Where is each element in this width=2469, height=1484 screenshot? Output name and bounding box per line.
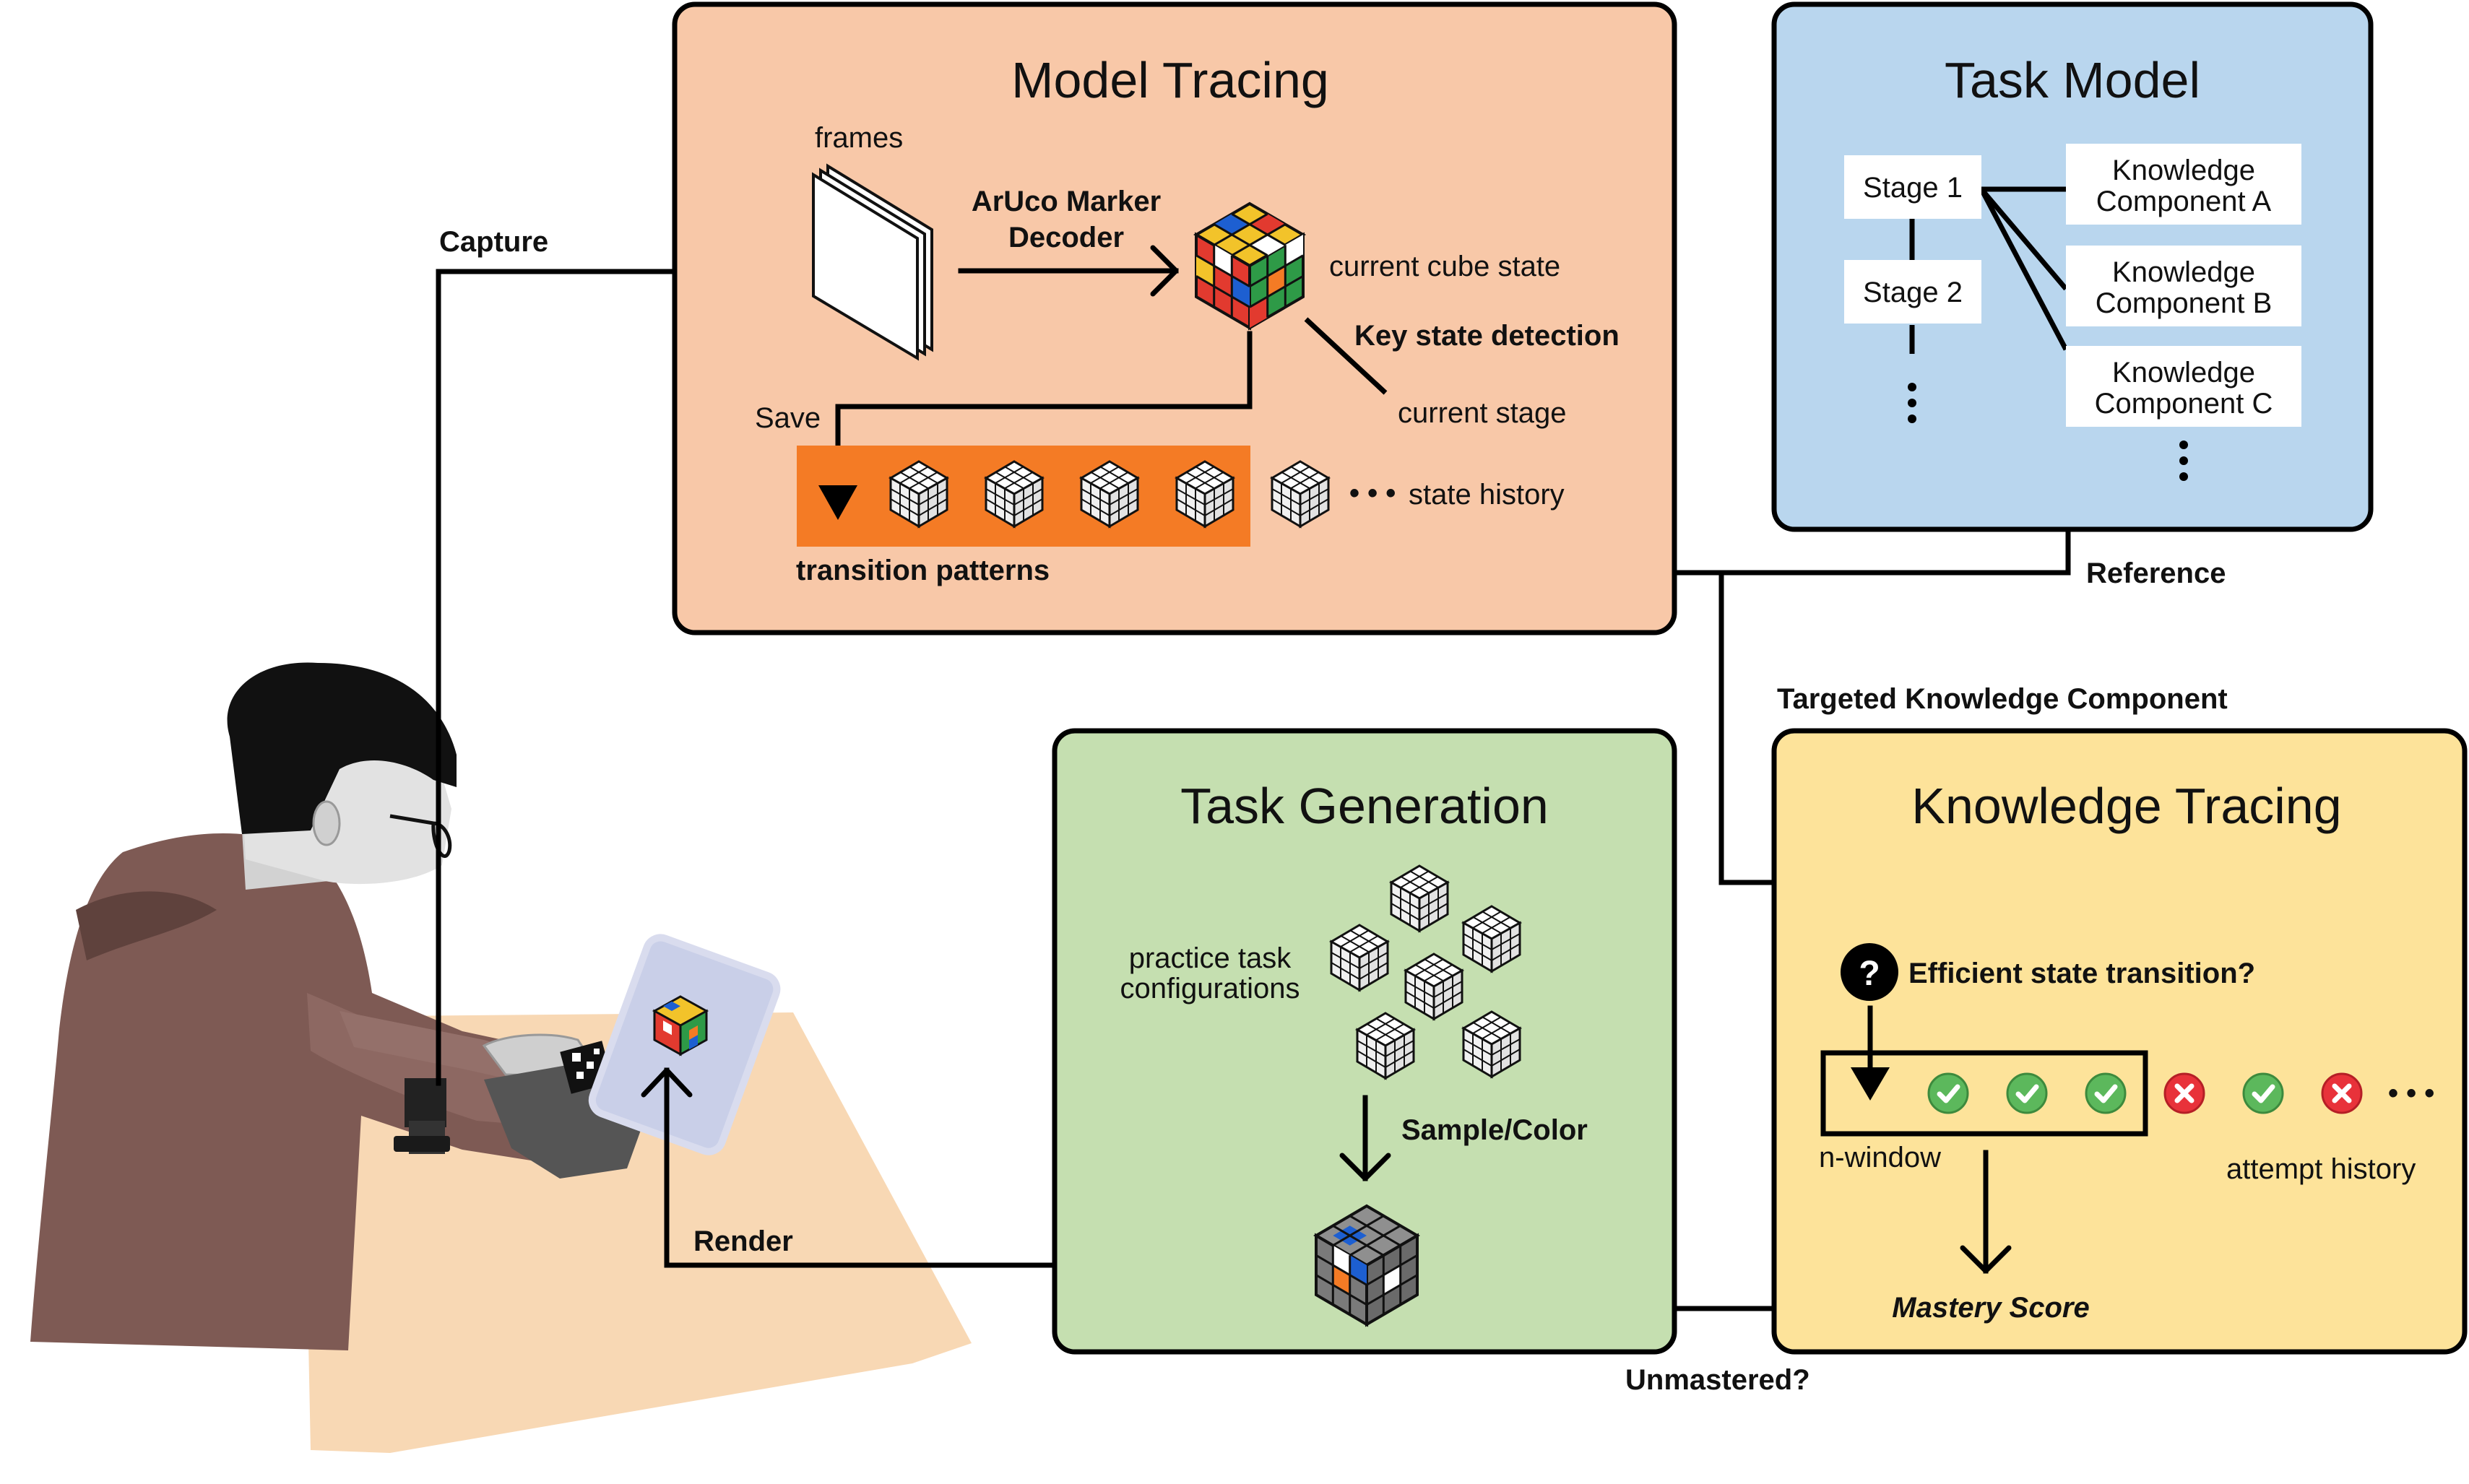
- kc-a-line2: Component A: [2096, 186, 2272, 217]
- transition-patterns-label: transition patterns: [796, 555, 1050, 586]
- kc-c-line2: Component C: [2095, 388, 2273, 420]
- model-tracing-panel: Model Tracing frames ArUco Marker Decode…: [672, 1, 1677, 635]
- task-model-panel: Task Model Stage 1 Stage 2 Knowledge Com…: [1771, 1, 2374, 532]
- torso: [30, 833, 598, 1350]
- question-arrowhead: [1851, 1067, 1890, 1101]
- knowledge-tracing-panel: Knowledge Tracing ? Efficient state tran…: [1771, 728, 2468, 1355]
- stage-connectors: [1909, 186, 2069, 354]
- render-arrowhead: [641, 1067, 693, 1098]
- key-state-line: [1304, 317, 1388, 395]
- n-window-frame: [1820, 1050, 2148, 1137]
- save-label: Save: [755, 402, 821, 434]
- check-icon: [1929, 1074, 1968, 1113]
- capture-label: Capture: [439, 226, 548, 258]
- generated-task-cube: [1313, 1204, 1420, 1327]
- efficient-transition-label: Efficient state transition?: [1908, 958, 2255, 989]
- state-history-ellipsis: • • •: [1349, 477, 1396, 509]
- practice-task-line1: practice task: [1129, 942, 1292, 974]
- reference-label: Reference: [2086, 557, 2226, 589]
- hair: [227, 662, 457, 834]
- knowledge-tracing-title: Knowledge Tracing: [1911, 778, 2341, 834]
- stage-2-node: Stage 2: [1844, 260, 1981, 324]
- ear: [312, 800, 341, 846]
- stage-1-label: Stage 1: [1863, 172, 1963, 204]
- key-state-detection-label: Key state detection: [1354, 320, 1620, 352]
- glasses: [389, 814, 452, 858]
- targeted-kc-label: Targeted Knowledge Component: [1777, 683, 2228, 715]
- task-generation-title: Task Generation: [1180, 778, 1549, 834]
- state-history-label: state history: [1409, 479, 1565, 511]
- practice-task-line2: configurations: [1120, 973, 1300, 1004]
- check-icon: [2007, 1074, 2046, 1113]
- question-mark-icon: [1841, 943, 1898, 1001]
- current-cube-icon: [1193, 201, 1306, 331]
- task-generation-panel: Task Generation practice task configurat…: [1052, 728, 1677, 1355]
- cross-icon: [2165, 1074, 2204, 1113]
- render-label: Render: [693, 1225, 793, 1257]
- current-cube-state-label: current cube state: [1329, 251, 1560, 282]
- knowledge-component-a-node: Knowledge Component A: [2066, 144, 2301, 225]
- kc-a-line1: Knowledge: [2112, 155, 2255, 186]
- attempt-history-ellipsis: • • •: [2388, 1077, 2434, 1109]
- task-model-title: Task Model: [1945, 52, 2200, 108]
- knowledge-tracing-box: [1771, 728, 2468, 1355]
- sample-color-label: Sample/Color: [1401, 1114, 1588, 1146]
- aruco-decoder-line1: ArUco Marker: [972, 186, 1161, 217]
- model-tracing-title: Model Tracing: [1011, 52, 1329, 108]
- stage-ellipsis: [1908, 383, 1916, 423]
- stage-2-label: Stage 2: [1863, 277, 1963, 308]
- tablet-cube-render: [652, 995, 709, 1056]
- unmastered-label: Unmastered?: [1625, 1364, 1810, 1396]
- sample-arrowhead: [1339, 1153, 1391, 1181]
- knowledge-component-c-node: Knowledge Component C: [2066, 346, 2301, 427]
- kc-b-line1: Knowledge: [2112, 256, 2255, 288]
- decoder-arrowhead: [1150, 245, 1179, 297]
- stage-1-node: Stage 1: [1844, 155, 1981, 219]
- person-illustration: [30, 662, 972, 1453]
- current-stage-label: current stage: [1398, 397, 1566, 429]
- check-icon: [2244, 1074, 2283, 1113]
- camera: [394, 1078, 450, 1154]
- mastery-arrowhead: [1960, 1245, 2012, 1274]
- knowledge-component-b-node: Knowledge Component B: [2066, 246, 2301, 326]
- cross-icon: [2322, 1074, 2361, 1113]
- kc-c-line1: Knowledge: [2112, 357, 2255, 389]
- aruco-decoder-line2: Decoder: [1008, 222, 1124, 253]
- mastery-score-label: Mastery Score: [1892, 1292, 2089, 1324]
- n-window-label: n-window: [1819, 1142, 1941, 1173]
- component-ellipsis: [2179, 441, 2188, 481]
- hood-shadow: [76, 891, 217, 960]
- question-mark-glyph: ?: [1859, 955, 1880, 993]
- check-icon: [2086, 1074, 2125, 1113]
- attempt-history-label: attempt history: [2226, 1153, 2416, 1185]
- kc-b-line2: Component B: [2096, 287, 2273, 319]
- save-arrowhead: [818, 485, 857, 520]
- frames-stack-icon: [812, 163, 933, 361]
- capture-wire: [436, 269, 765, 1086]
- frames-label: frames: [815, 122, 903, 154]
